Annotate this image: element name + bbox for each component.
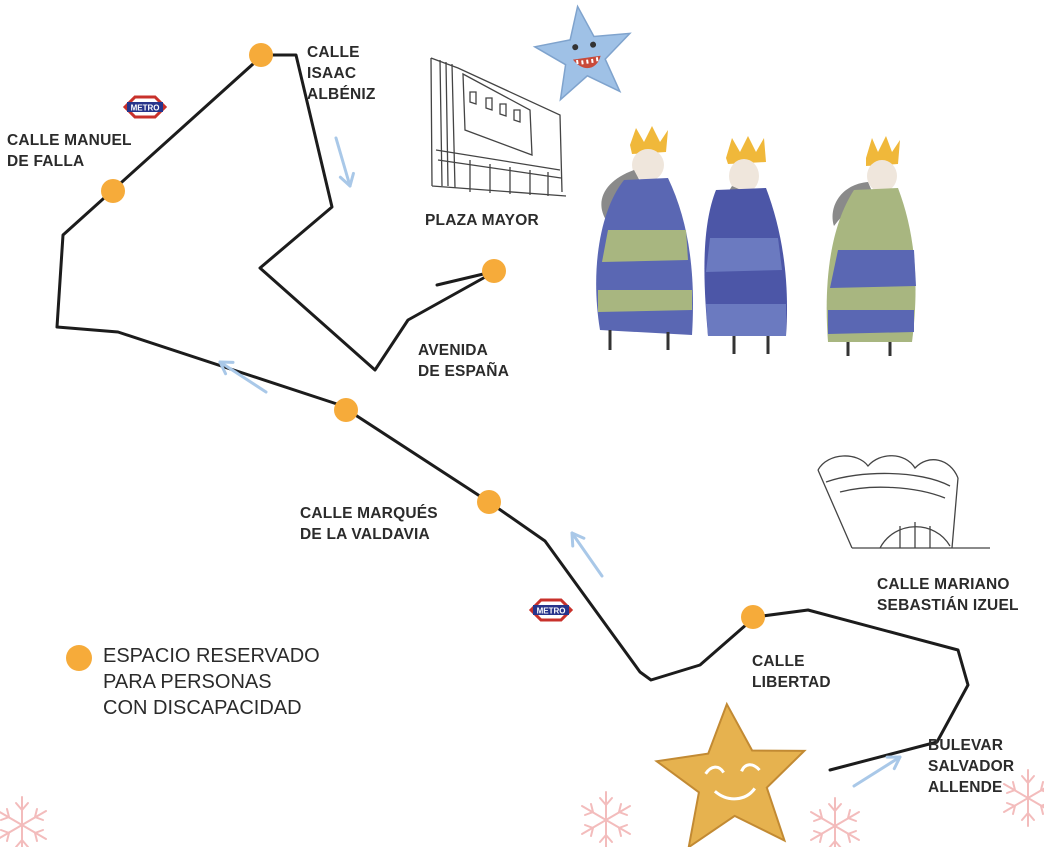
label-line: AVENIDA: [418, 342, 489, 359]
direction-arrow-icon: [334, 136, 355, 188]
metro-stations: METRO METRO: [122, 95, 574, 622]
street-label-avenida-espana: AVENIDA DE ESPAÑA: [418, 340, 509, 382]
three-kings-illustration: [596, 126, 916, 356]
label-line: ALLENDE: [928, 779, 1003, 796]
snowflake-group: [0, 769, 1044, 847]
label-line: CALLE MANUEL: [7, 132, 132, 149]
stop-dot-icon: [741, 605, 765, 629]
stop-dot-icon: [477, 490, 501, 514]
label-line: DE LA VALDAVIA: [300, 526, 430, 543]
label-line: SALVADOR: [928, 758, 1015, 775]
legend-line: ESPACIO RESERVADO: [103, 645, 320, 667]
street-label-marques-valdavia: CALLE MARQUÉS DE LA VALDAVIA: [300, 503, 438, 545]
street-label-plaza-mayor: PLAZA MAYOR: [425, 210, 539, 231]
smiling-gold-star-icon: [654, 701, 807, 847]
legend-line: CON DISCAPACIDAD: [103, 697, 302, 719]
label-line: SEBASTIÁN IZUEL: [877, 597, 1019, 614]
snowflake-icon: [581, 791, 631, 847]
metro-logo-icon: METRO: [528, 598, 574, 622]
modern-building-sketch: [817, 455, 990, 549]
plaza-mayor-building-sketch: [430, 57, 567, 197]
direction-arrow-icon: [852, 755, 902, 788]
label-line: DE ESPAÑA: [418, 363, 510, 380]
king-right: [826, 136, 916, 356]
metro-logo-icon: METRO: [122, 95, 168, 119]
snowflake-icon: [0, 796, 47, 847]
stop-dot-icon: [334, 398, 358, 422]
smiling-blue-star-icon: [532, 4, 632, 102]
legend-line: PARA PERSONAS: [103, 671, 272, 693]
direction-arrow-icon: [570, 531, 604, 578]
street-label-isaac-albeniz: CALLE ISAAC ALBÉNIZ: [307, 42, 376, 105]
king-left: [596, 126, 693, 350]
label-line: DE FALLA: [7, 153, 85, 170]
king-middle: [704, 136, 788, 354]
label-line: BULEVAR: [928, 737, 1004, 754]
metro-logo-text: METRO: [131, 104, 160, 113]
label-line: CALLE: [307, 44, 360, 61]
parade-route-line: [55, 53, 970, 772]
direction-arrows: [218, 136, 902, 788]
label-line: PLAZA MAYOR: [425, 212, 539, 229]
map-legend: ESPACIO RESERVADO PARA PERSONAS CON DISC…: [66, 643, 320, 721]
stop-dot-icon: [101, 179, 125, 203]
snowflake-icon: [810, 797, 860, 847]
street-label-libertad: CALLE LIBERTAD: [752, 651, 831, 693]
metro-logo-text: METRO: [537, 607, 566, 616]
street-label-manuel-falla: CALLE MANUEL DE FALLA: [7, 130, 132, 172]
stop-dot-icon: [249, 43, 273, 67]
label-line: CALLE MARIANO: [877, 576, 1010, 593]
label-line: ISAAC: [307, 65, 357, 82]
label-line: CALLE: [752, 653, 805, 670]
parade-route-line: [258, 53, 498, 372]
legend-text: ESPACIO RESERVADO PARA PERSONAS CON DISC…: [103, 643, 320, 721]
street-label-mariano-izuel: CALLE MARIANO SEBASTIÁN IZUEL: [877, 574, 1019, 616]
stop-dot-icon: [482, 259, 506, 283]
label-line: LIBERTAD: [752, 674, 831, 691]
direction-arrow-icon: [218, 360, 268, 394]
stop-dot-icon: [66, 645, 92, 671]
street-label-salvador-allende: BULEVAR SALVADOR ALLENDE: [928, 735, 1014, 798]
reserved-stops: [101, 43, 765, 629]
route-layer: [55, 53, 970, 772]
label-line: CALLE MARQUÉS: [300, 505, 438, 522]
label-line: ALBÉNIZ: [307, 86, 376, 103]
